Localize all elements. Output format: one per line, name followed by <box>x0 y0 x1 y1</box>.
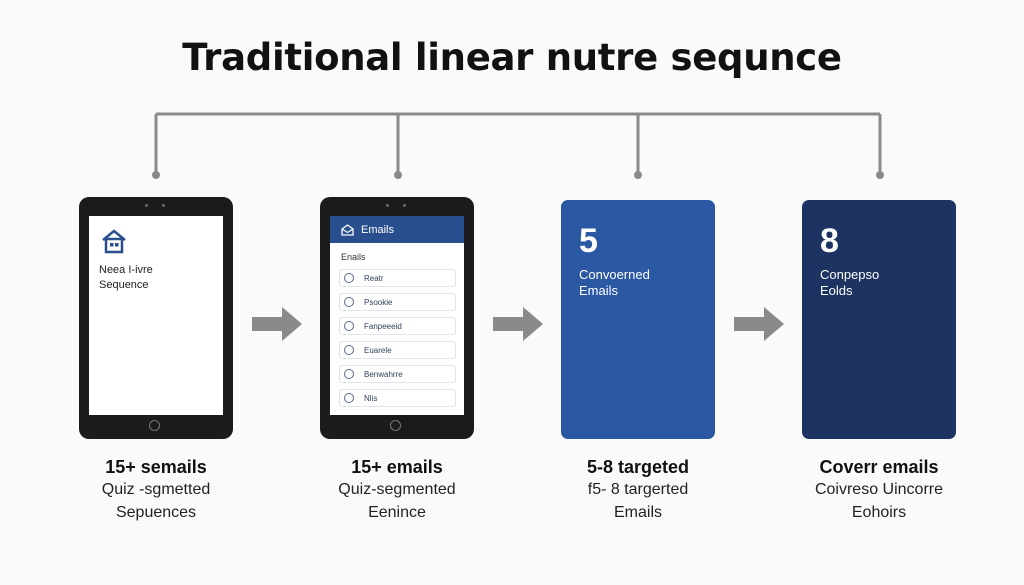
card-number: 5 <box>579 222 598 260</box>
caption-3: 5-8 targeted f5- 8 targerted Emails <box>528 456 748 524</box>
caption-line: Sepuences <box>115 504 197 521</box>
card-text-line: Conpepso <box>820 267 880 282</box>
emails-header-label: Emails <box>361 224 395 236</box>
arrow-right-icon <box>734 307 784 341</box>
list-item[interactable]: Psookie <box>339 293 456 311</box>
list-item-label: Psookie <box>364 298 393 307</box>
card-description: Conpepso Eolds <box>820 267 879 299</box>
stat-card-8: 8 Conpepso Eolds <box>802 200 956 439</box>
tablet-screen-2: Emails Enails Reatr Psookie Fanpeeeid Eu… <box>330 216 464 415</box>
radio-icon <box>344 393 354 403</box>
caption-4: Coverr emails Coivreso Uincorre Eohoirs <box>769 456 989 524</box>
card-text-line: Emails <box>579 283 619 298</box>
sequence-label: Neea I-ivre Sequence <box>99 263 153 293</box>
radio-icon <box>344 273 354 283</box>
caption-line: Quiz-segmented <box>338 481 456 498</box>
emails-subheader: Enails <box>341 252 366 262</box>
radio-icon <box>344 369 354 379</box>
screen-text-line: Sequence <box>99 279 149 291</box>
camera-dot <box>162 204 165 207</box>
card-text-line: Eolds <box>820 283 853 298</box>
caption-line: f5- 8 targerted <box>587 481 689 498</box>
camera-dot <box>386 204 389 207</box>
caption-title: 5-8 targeted <box>586 457 690 477</box>
list-item[interactable]: Nlis <box>339 389 456 407</box>
list-item-label: Euarele <box>364 346 392 355</box>
radio-icon <box>344 345 354 355</box>
home-button <box>149 420 160 431</box>
caption-title: Coverr emails <box>819 457 939 477</box>
card-description: Convoerned Emails <box>579 267 650 299</box>
emails-header: Emails <box>330 216 464 243</box>
diagram-title: Traditional linear nutre sequnce <box>182 36 842 79</box>
list-item-label: Benwahrre <box>364 370 403 379</box>
list-item-label: Fanpeeeid <box>364 322 402 331</box>
arrow-right-icon <box>493 307 543 341</box>
caption-title: 15+ emails <box>351 457 443 477</box>
caption-line: Quiz -sgmetted <box>101 481 211 498</box>
home-button <box>390 420 401 431</box>
camera-dot <box>403 204 406 207</box>
caption-line: Coivreso Uincorre <box>814 481 944 498</box>
list-item-label: Nlis <box>364 394 378 403</box>
caption-line: Eenince <box>368 504 426 521</box>
tablet-screen-1: Neea I-ivre Sequence <box>89 216 223 415</box>
card-number: 8 <box>820 222 839 260</box>
screen-text-line: Neea I-ivre <box>99 264 153 276</box>
tablet-device-1: Neea I-ivre Sequence <box>79 197 233 439</box>
house-icon <box>102 229 126 254</box>
list-item[interactable]: Fanpeeeid <box>339 317 456 335</box>
mail-icon <box>341 224 354 236</box>
list-item-label: Reatr <box>364 274 384 283</box>
radio-icon <box>344 297 354 307</box>
card-text-line: Convoerned <box>579 267 650 282</box>
caption-2: 15+ emails Quiz-segmented Eenince <box>287 456 507 524</box>
caption-line: Eohoirs <box>851 504 907 521</box>
caption-line: Emails <box>613 504 662 521</box>
camera-dot <box>145 204 148 207</box>
arrow-right-icon <box>252 307 302 341</box>
list-item[interactable]: Benwahrre <box>339 365 456 383</box>
list-item[interactable]: Reatr <box>339 269 456 287</box>
tablet-device-2: Emails Enails Reatr Psookie Fanpeeeid Eu… <box>320 197 474 439</box>
stat-card-5: 5 Convoerned Emails <box>561 200 715 439</box>
list-item[interactable]: Euarele <box>339 341 456 359</box>
caption-1: 15+ semails Quiz -sgmetted Sepuences <box>46 456 266 524</box>
radio-icon <box>344 321 354 331</box>
caption-title: 15+ semails <box>105 457 207 477</box>
